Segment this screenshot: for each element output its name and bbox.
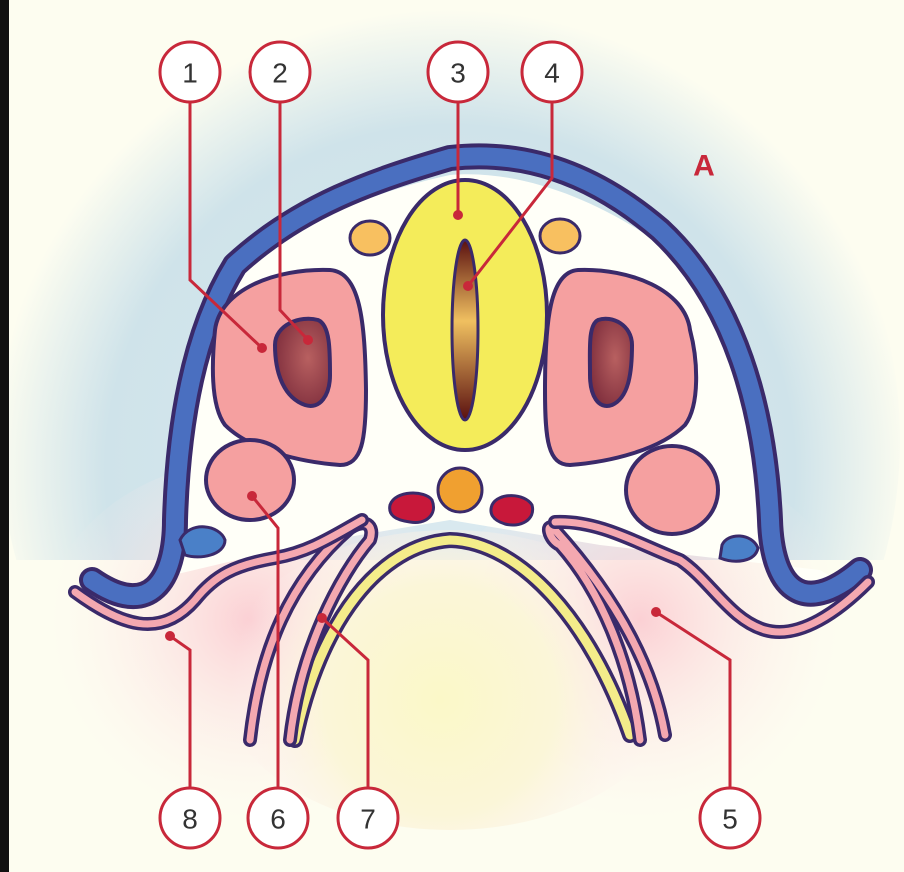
callout-number-8: 8 (182, 804, 198, 835)
callout-5: 5 (700, 788, 760, 848)
leader-dot-1 (257, 343, 267, 353)
callout-number-5: 5 (722, 804, 738, 835)
callout-3: 3 (428, 42, 488, 102)
nephrotome-left (206, 440, 294, 520)
leader-dot-5 (651, 607, 661, 617)
leader-dot-3 (453, 210, 463, 220)
callout-number-2: 2 (272, 58, 288, 89)
callout-number-1: 1 (182, 58, 198, 89)
cavity-right (720, 536, 758, 561)
panel-label: A (693, 150, 715, 183)
callout-1: 1 (160, 42, 220, 102)
leader-dot-6 (247, 491, 257, 501)
leader-dot-2 (303, 335, 313, 345)
nephrotome-right (626, 446, 718, 534)
callout-6: 6 (248, 788, 308, 848)
callout-7: 7 (338, 788, 398, 848)
myocoel-right (590, 319, 632, 406)
callout-number-6: 6 (270, 804, 286, 835)
callout-number-4: 4 (544, 58, 560, 89)
leader-dot-4 (463, 281, 473, 291)
neural-canal (452, 240, 478, 420)
leader-dot-7 (317, 613, 327, 623)
callout-4: 4 (522, 42, 582, 102)
cavity-left (180, 527, 225, 557)
neural-crest-left (350, 221, 390, 255)
dorsal-aorta-left (390, 493, 434, 523)
callout-2: 2 (250, 42, 310, 102)
callout-number-3: 3 (450, 58, 466, 89)
notochord (438, 468, 482, 512)
leader-dot-8 (165, 631, 175, 641)
dorsal-aorta-right (491, 496, 533, 525)
left-border (0, 0, 9, 872)
neural-crest-right (540, 219, 580, 253)
callout-number-7: 7 (360, 804, 376, 835)
callout-8: 8 (160, 788, 220, 848)
